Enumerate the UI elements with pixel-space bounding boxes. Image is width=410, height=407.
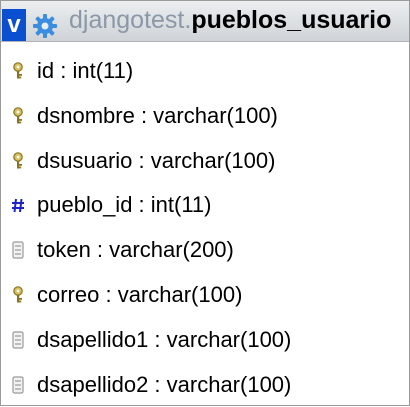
column-row[interactable]: correo : varchar(100): [1, 273, 409, 317]
column-row[interactable]: dsapellido2 : varchar(100): [1, 363, 409, 407]
column-label: correo : varchar(100): [37, 282, 243, 307]
column-label: dsapellido2 : varchar(100): [37, 371, 292, 397]
collapse-toggle-button[interactable]: v: [2, 9, 26, 41]
gear-icon[interactable]: [32, 13, 58, 39]
key-icon: [11, 286, 25, 304]
key-icon: [11, 106, 25, 125]
table-name: pueblos_usuario: [191, 6, 392, 34]
column-icon: [11, 331, 25, 349]
column-row[interactable]: dsusuario : varchar(100): [1, 139, 409, 183]
column-label: dsnombre : varchar(100): [37, 102, 278, 128]
column-icon: [11, 241, 25, 259]
column-row[interactable]: dsapellido1 : varchar(100): [1, 318, 409, 362]
column-row[interactable]: dsnombre : varchar(100): [1, 94, 409, 138]
column-label: id : int(11): [37, 58, 134, 83]
column-icon: [11, 375, 25, 394]
table-title: djangotest.pueblos_usuario: [69, 5, 391, 35]
key-icon: [11, 62, 25, 80]
column-label: dsusuario : varchar(100): [37, 147, 276, 173]
column-row[interactable]: pueblo_id : int(11): [1, 183, 409, 227]
column-label: token : varchar(200): [37, 237, 234, 263]
table-header[interactable]: v djangotest.pueblos_usuario: [1, 1, 409, 42]
title-separator: .: [184, 6, 192, 34]
column-row[interactable]: id : int(11): [1, 49, 409, 93]
column-label: pueblo_id : int(11): [37, 192, 212, 218]
key-icon: [11, 151, 25, 170]
database-name: djangotest: [69, 6, 185, 34]
hash-icon: [11, 196, 25, 214]
column-label: dsapellido1 : varchar(100): [37, 326, 292, 352]
column-row[interactable]: token : varchar(200): [1, 228, 409, 272]
